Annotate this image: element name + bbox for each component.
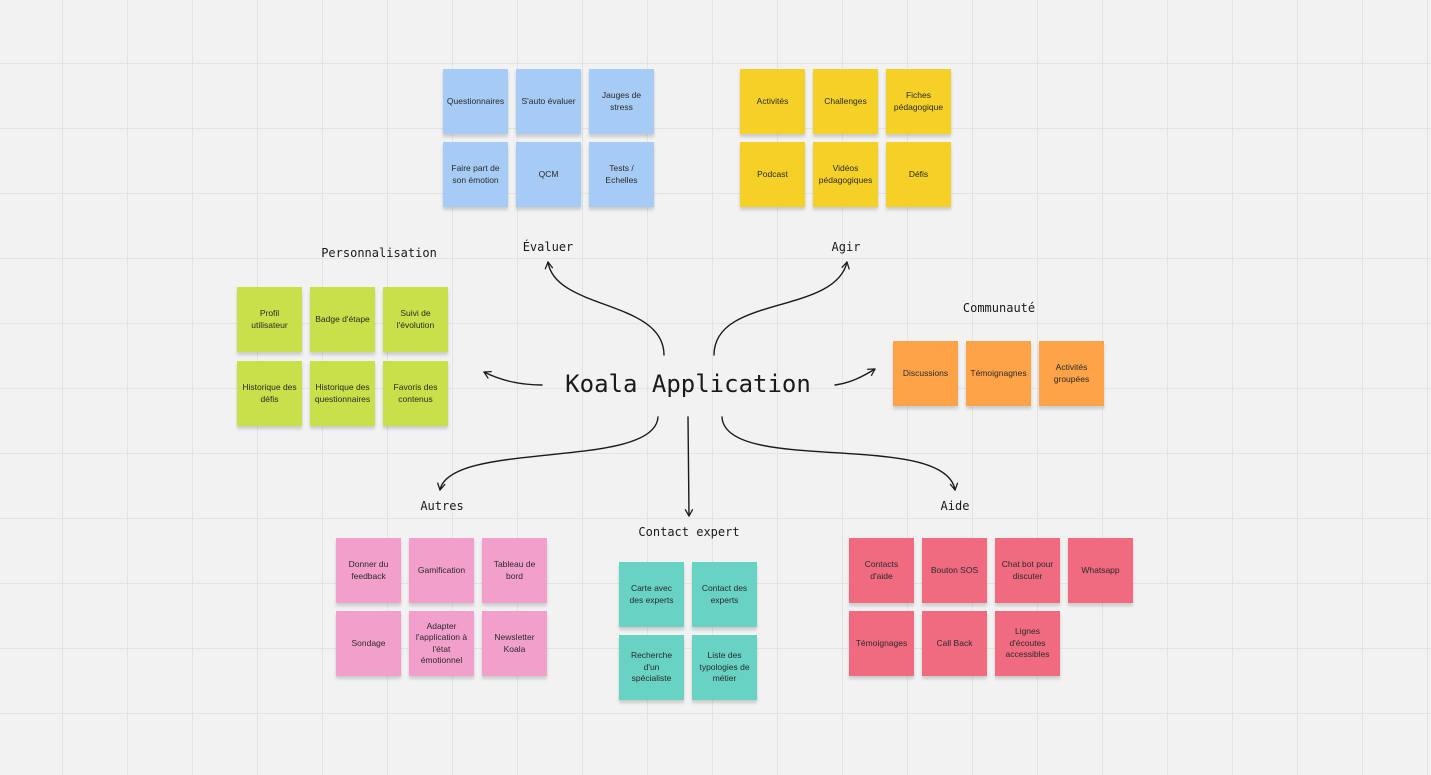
sticky-note[interactable]: Tests / Echelles <box>589 142 654 207</box>
sticky-note[interactable]: Historique des défis <box>237 361 302 426</box>
arrow-to-personnalisation <box>483 370 543 386</box>
sticky-note[interactable]: Témoignages <box>849 611 914 676</box>
sticky-note[interactable]: Tableau de bord <box>482 538 547 603</box>
sticky-note[interactable]: Adapter l'application à l'état émotionne… <box>409 611 474 676</box>
sticky-note[interactable]: S'auto évaluer <box>516 69 581 134</box>
sticky-note[interactable]: Fiches pédagogique <box>886 69 951 134</box>
sticky-note[interactable]: Profil utilisateur <box>237 287 302 352</box>
arrow-to-aide <box>721 416 959 491</box>
group-label-aide: Aide <box>940 499 970 513</box>
sticky-note[interactable]: Défis <box>886 142 951 207</box>
sticky-note[interactable]: Contacts d'aide <box>849 538 914 603</box>
sticky-note[interactable]: QCM <box>516 142 581 207</box>
group-label-evaluer: Évaluer <box>522 240 574 254</box>
sticky-note[interactable]: Contact des experts <box>692 562 757 627</box>
sticky-note[interactable]: Chat bot pour discuter <box>995 538 1060 603</box>
sticky-note[interactable]: Liste des typologies de métier <box>692 635 757 700</box>
group-label-autres: Autres <box>420 499 464 513</box>
sticky-note[interactable]: Lignes d'écoutes accessibles <box>995 611 1060 676</box>
arrow-to-autres <box>437 416 659 491</box>
group-label-contact-expert: Contact expert <box>638 525 740 539</box>
group-label-agir: Agir <box>831 240 861 254</box>
arrow-to-agir <box>713 261 850 356</box>
sticky-note[interactable]: Faire part de son émotion <box>443 142 508 207</box>
group-label-communaute: Communauté <box>962 301 1036 315</box>
sticky-note[interactable]: Donner du feedback <box>336 538 401 603</box>
sticky-note[interactable]: Suivi de l'évolution <box>383 287 448 352</box>
arrow-to-evaluer <box>544 261 665 356</box>
sticky-note[interactable]: Témoignagnes <box>966 341 1031 406</box>
sticky-note[interactable]: Badge d'étape <box>310 287 375 352</box>
arrow-to-contact <box>684 416 694 517</box>
sticky-note[interactable]: Whatsapp <box>1068 538 1133 603</box>
sticky-note[interactable]: Historique des questionnaires <box>310 361 375 426</box>
sticky-note[interactable]: Vidéos pédagogiques <box>813 142 878 207</box>
sticky-note[interactable]: Discussions <box>893 341 958 406</box>
sticky-note[interactable]: Activités groupées <box>1039 341 1104 406</box>
sticky-note[interactable]: Sondage <box>336 611 401 676</box>
sticky-note[interactable]: Podcast <box>740 142 805 207</box>
sticky-note[interactable]: Activités <box>740 69 805 134</box>
sticky-note[interactable]: Jauges de stress <box>589 69 654 134</box>
sticky-note[interactable]: Call Back <box>922 611 987 676</box>
sticky-note[interactable]: Bouton SOS <box>922 538 987 603</box>
arrow-to-communaute <box>834 368 876 386</box>
sticky-note[interactable]: Newsletter Koala <box>482 611 547 676</box>
sticky-note[interactable]: Gamification <box>409 538 474 603</box>
group-label-personnalisation: Personnalisation <box>321 246 437 260</box>
sticky-note[interactable]: Carte avec des experts <box>619 562 684 627</box>
sticky-note[interactable]: Challenges <box>813 69 878 134</box>
sticky-note[interactable]: Questionnaires <box>443 69 508 134</box>
sticky-note[interactable]: Favoris des contenus <box>383 361 448 426</box>
sticky-note[interactable]: Recherche d'un spécialiste <box>619 635 684 700</box>
central-title: Koala Application <box>565 370 811 398</box>
